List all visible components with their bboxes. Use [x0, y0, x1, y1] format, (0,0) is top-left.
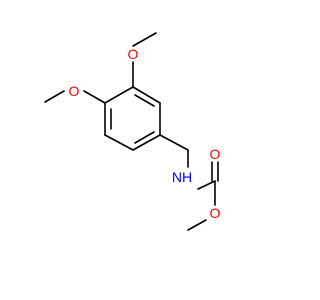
atom-o-methoxy-upper: O	[128, 46, 139, 62]
ring-bond-3	[132, 134, 161, 151]
bond-layer	[44, 32, 219, 231]
bond-ring-o-left	[83, 90, 106, 104]
atom-label-layer: O O NH O O	[69, 46, 221, 221]
atom-n-amide: NH	[172, 169, 192, 185]
bond-n-carbonyl-c	[197, 180, 216, 190]
ring-bond-6	[104, 86, 134, 104]
bond-ring-ch2	[159, 134, 189, 151]
bond-o-ester-methyl	[187, 219, 207, 231]
atom-o-ester: O	[210, 205, 221, 221]
atom-o-methoxy-left: O	[69, 83, 80, 99]
ring-bond-4	[104, 134, 134, 151]
ring-double-2	[134, 131, 155, 144]
structure-canvas: O O NH O O	[44, 32, 221, 231]
bond-o-left-methyl	[44, 90, 65, 103]
bond-methyl-o-upper	[132, 32, 157, 47]
ring-bond-1	[132, 86, 161, 104]
molecule-diagram: O O NH O O	[44, 32, 221, 231]
atom-o-carbonyl: O	[210, 146, 221, 162]
ring-double-1	[134, 94, 155, 107]
